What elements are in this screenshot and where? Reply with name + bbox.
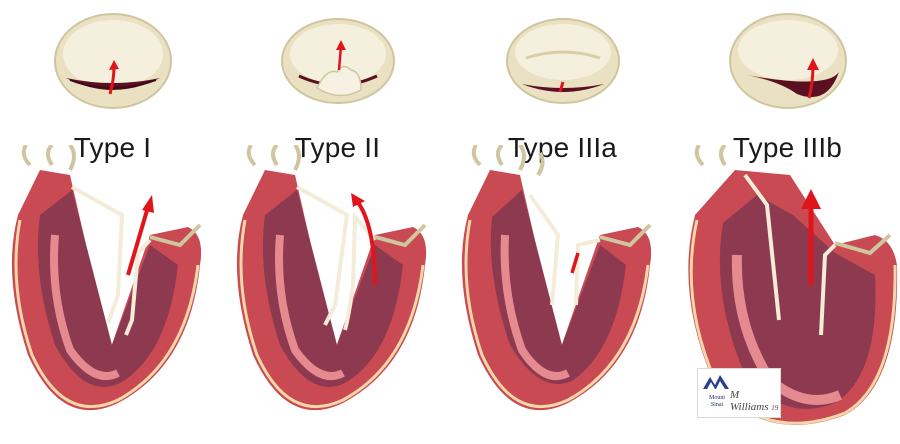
heart-section-type-3a [450, 145, 675, 440]
heart-section-type-1 [0, 145, 225, 440]
mount-sinai-logo: Mount Sinai M Williams 19 [697, 368, 781, 418]
panel-type-1: Type I [0, 0, 225, 444]
panel-type-3a: Type IIIa [450, 0, 675, 444]
valve-top-view-type-2 [277, 10, 399, 112]
heart-section-type-2 [225, 145, 450, 440]
signature-text: M Williams [730, 389, 769, 413]
panel-type-2: Type II [225, 0, 450, 444]
logo-line-1: Mount [700, 395, 734, 401]
logo-line-2: Sinai [700, 402, 734, 408]
valve-top-view-type-3b [727, 10, 849, 112]
valve-top-view-type-1 [52, 10, 174, 112]
artist-signature: M Williams 19 [730, 389, 780, 413]
signature-year: 19 [771, 404, 778, 412]
mount-sinai-logo-icon [701, 373, 731, 391]
valve-top-view-type-3a [502, 10, 624, 112]
